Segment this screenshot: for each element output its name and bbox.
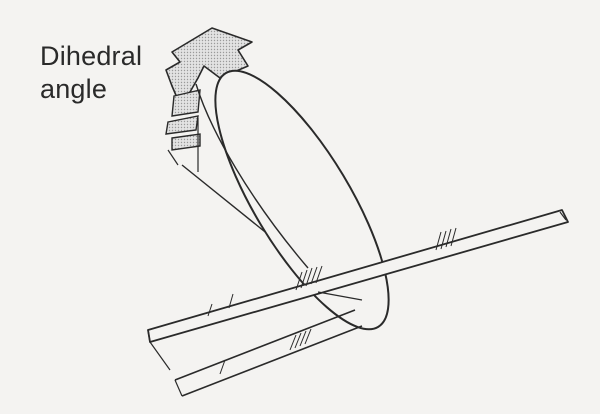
reference-line xyxy=(317,291,363,301)
dihedral-angle-label: Dihedral angle xyxy=(40,40,142,106)
dihedral-arrow xyxy=(165,27,253,151)
tilted-wing-ellipse xyxy=(195,69,390,331)
horizontal-wing-bar xyxy=(147,209,569,343)
label-line-2: angle xyxy=(40,74,108,104)
strut-shading-marks xyxy=(219,328,312,375)
label-line-1: Dihedral xyxy=(40,41,143,71)
wing-shading-marks xyxy=(207,227,457,317)
lower-wing-strut xyxy=(149,309,363,397)
